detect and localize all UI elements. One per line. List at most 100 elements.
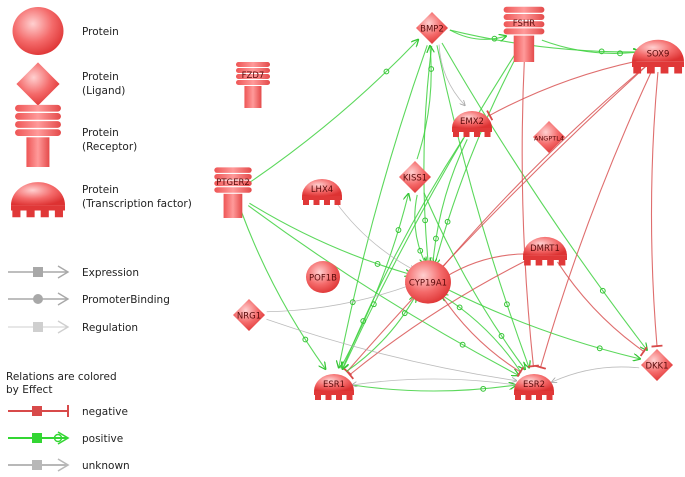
promoter-binding-dot — [401, 310, 408, 317]
svg-text:Protein: Protein — [82, 127, 119, 139]
legend-relation-promoterbinding: PromoterBinding — [8, 292, 170, 306]
legend-effect-positive: positive — [8, 431, 123, 445]
node-emx2[interactable]: EMX2 — [452, 111, 492, 137]
node-label: POF1B — [309, 274, 337, 284]
promoter-binding-dot — [617, 50, 623, 57]
edge-sox9-emx2[interactable] — [486, 59, 642, 121]
node-esr2[interactable]: ESR2 — [514, 374, 554, 400]
edge-ptger2-bmp2[interactable] — [246, 40, 418, 185]
promoter-binding-dot — [456, 304, 463, 311]
edge-dmrt1-cyp19a1[interactable] — [442, 253, 528, 282]
node-label: FZD7 — [242, 71, 265, 81]
edge-bmp2-emx2[interactable] — [438, 44, 465, 106]
legend-node-protein: Protein — [12, 7, 119, 55]
edge-sox9-esr2[interactable] — [535, 70, 653, 370]
edge-lhx4-cyp19a1[interactable] — [335, 201, 415, 270]
svg-text:negative: negative — [82, 406, 128, 418]
edge-kiss1-bmp2[interactable] — [416, 46, 431, 160]
svg-text:Protein: Protein — [82, 26, 119, 38]
edge-esr1-kiss1[interactable] — [340, 194, 409, 369]
edge-bmp2-esr1[interactable] — [339, 45, 428, 367]
edge-fshr-sox9[interactable] — [541, 39, 640, 53]
node-bmp2[interactable]: BMP2 — [416, 12, 448, 44]
node-dmrt1[interactable]: DMRT1 — [523, 236, 567, 266]
node-pof1b[interactable]: POF1B — [306, 261, 340, 293]
promoter-binding-dot — [599, 287, 606, 294]
promoter-binding-dot — [459, 341, 466, 348]
legend-effect-negative: negative — [8, 405, 128, 418]
svg-text:Regulation: Regulation — [82, 322, 138, 334]
node-fshr[interactable]: FSHR — [503, 6, 545, 62]
node-sox9[interactable]: SOX9 — [632, 39, 684, 74]
edge-emx2-cyp19a1[interactable] — [433, 139, 468, 264]
svg-text:Expression: Expression — [82, 267, 139, 279]
legend-relation-regulation: Regulation — [8, 320, 138, 334]
promoter-binding-dot — [598, 48, 605, 55]
edge-esr1-esr2[interactable] — [351, 385, 516, 392]
node-label: BMP2 — [420, 25, 444, 35]
promoter-binding-dot — [596, 345, 603, 352]
node-esr1[interactable]: ESR1 — [314, 374, 354, 400]
promoter-binding-dot — [395, 227, 402, 233]
edge-bmp2-esr2[interactable] — [436, 45, 529, 367]
edge-esr2-esr1[interactable] — [352, 378, 517, 385]
legend: ProteinProtein(Ligand)Protein(Receptor)P… — [6, 7, 192, 472]
edge-dmrt1-esr1[interactable] — [345, 258, 531, 380]
edge-nrg1-esr2[interactable] — [266, 318, 516, 380]
edge-sox9-esr1[interactable] — [342, 66, 646, 376]
edge-sox9-dkk1[interactable] — [650, 71, 663, 348]
promoter-binding-dot — [433, 235, 439, 242]
node-label: KISS1 — [403, 174, 427, 184]
promoter-binding-dot — [383, 68, 390, 75]
node-nrg1[interactable]: NRG1 — [233, 299, 265, 331]
edge-dkk1-esr2[interactable] — [552, 366, 640, 382]
edge-esr2-cyp19a1[interactable] — [441, 295, 522, 373]
edge-ptger2-esr1[interactable] — [240, 211, 325, 369]
legend-node-receptor: Protein(Receptor) — [15, 104, 137, 167]
edge-cyp19a1-esr2[interactable] — [440, 294, 525, 378]
edge-fshr-esr2[interactable] — [521, 55, 539, 368]
node-dkk1[interactable]: DKK1 — [641, 349, 673, 381]
promoter-binding-dot — [480, 385, 487, 392]
edge-fshr-esr1[interactable] — [343, 53, 516, 369]
node-kiss1[interactable]: KISS1 — [399, 161, 431, 193]
edge-bmp2-fshr[interactable] — [449, 29, 506, 39]
edge-cyp19a1-dkk1[interactable] — [444, 287, 640, 359]
promoter-binding-dot — [302, 336, 309, 343]
edge-kiss1-cyp19a1[interactable] — [414, 194, 426, 264]
edge-sox9-cyp19a1[interactable] — [436, 66, 646, 273]
node-ptger2[interactable]: PTGER2 — [214, 167, 252, 218]
node-cyp19a1[interactable]: CYP19A1 — [405, 260, 451, 304]
edge-bmp2-sox9[interactable] — [449, 29, 640, 52]
edge-fshr-cyp19a1[interactable] — [435, 54, 518, 265]
node-label: LHX4 — [311, 185, 333, 195]
node-label: DKK1 — [645, 362, 668, 372]
promoter-binding-dot — [417, 247, 424, 254]
svg-text:(Transcription factor): (Transcription factor) — [82, 198, 192, 210]
node-label: FSHR — [513, 19, 536, 29]
node-fzd7[interactable]: FZD7 — [236, 62, 270, 108]
edge-nrg1-cyp19a1[interactable] — [266, 285, 411, 313]
node-lhx4[interactable]: LHX4 — [302, 179, 342, 205]
node-label: DMRT1 — [530, 244, 560, 254]
node-angptl4[interactable]: ANGPTL4 — [533, 121, 565, 153]
legend-node-tf: Protein(Transcription factor) — [11, 182, 192, 218]
edge-ptger2-cyp19a1[interactable] — [249, 202, 411, 274]
node-label: NRG1 — [237, 312, 261, 322]
legend-effect-unknown: unknown — [8, 458, 130, 472]
edge-bmp2-cyp19a1[interactable] — [423, 45, 433, 264]
edge-bmp2-dkk1[interactable] — [441, 42, 647, 350]
edge-dmrt1-dkk1[interactable] — [557, 261, 648, 357]
edge-ptger2-esr2[interactable] — [247, 205, 519, 376]
node-label: EMX2 — [460, 117, 484, 127]
edge-esr1-cyp19a1[interactable] — [345, 295, 416, 373]
promoter-binding-dot — [428, 66, 435, 72]
legend-relation-expression: Expression — [8, 265, 139, 279]
edge-kiss1-esr2[interactable] — [423, 192, 525, 370]
promoter-binding-dot — [498, 333, 505, 339]
legend-node-ligand: Protein(Ligand) — [16, 62, 125, 106]
promoter-binding-dot — [374, 261, 381, 267]
